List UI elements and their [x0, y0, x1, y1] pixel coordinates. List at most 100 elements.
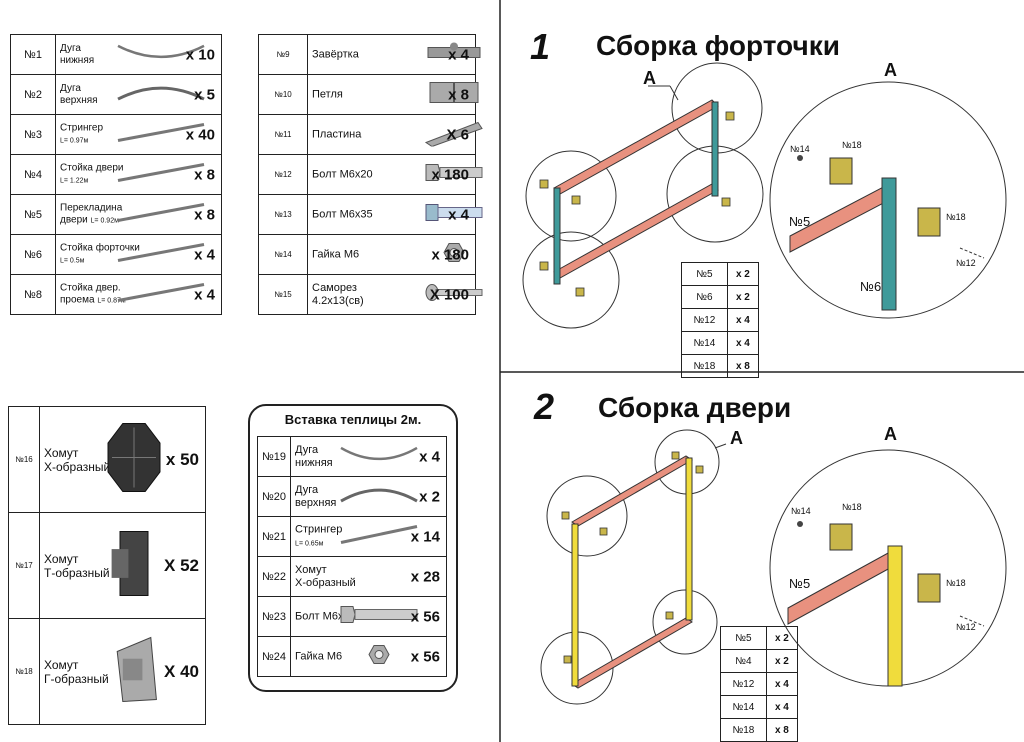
part-name: Стрингер — [295, 523, 343, 535]
part-name: Дуга — [295, 483, 319, 496]
part-cell: Петля x 8 — [307, 74, 479, 115]
arc-up-icon — [339, 483, 419, 510]
part-name: Стойка двери — [60, 162, 124, 173]
part-name: Саморез — [312, 281, 357, 294]
part-length: L= 0.87м — [97, 297, 126, 304]
count-part: №14 — [720, 695, 767, 719]
part-quantity: X 6 — [446, 126, 469, 143]
part-name-line2: нижняя — [295, 456, 333, 469]
x-clamp-icon — [106, 421, 162, 498]
step1-label-n14: №14 — [790, 144, 810, 154]
part-quantity: x 4 — [194, 286, 215, 303]
part-quantity: x 8 — [194, 166, 215, 183]
arc-down-icon — [116, 41, 206, 68]
part-quantity: x 14 — [410, 528, 440, 545]
nut-icon — [339, 643, 419, 670]
part-quantity: X 100 — [429, 286, 469, 303]
part-length: L= 0.65м — [295, 540, 324, 547]
part-quantity: x 5 — [194, 86, 215, 103]
zoom-circle — [522, 231, 620, 329]
step1-label-n12: №12 — [956, 258, 976, 268]
part-quantity: X 40 — [164, 661, 199, 681]
part-name-line2: 4.2х13(св) — [312, 294, 364, 307]
part-name-line2: Х-образный — [44, 459, 111, 474]
part-length: L= 0.97м — [60, 137, 89, 144]
part-name: Хомут — [44, 657, 79, 672]
part-quantity: x 8 — [448, 86, 469, 103]
step1-label-n6: №6 — [860, 279, 882, 294]
detail-circle — [769, 81, 1007, 319]
part-number: №6 — [10, 234, 56, 275]
rod-icon — [116, 201, 206, 228]
zoom-circle — [546, 475, 628, 557]
bolt-icon — [424, 158, 484, 191]
step1-number: 1 — [530, 26, 551, 67]
step2-label-n18b: №18 — [946, 578, 966, 588]
part-label: Стойка двер.проема L= 0.87м — [60, 282, 126, 307]
step2-label-n12: №12 — [956, 622, 976, 632]
bolt-long-icon — [424, 198, 484, 231]
part-quantity: x 180 — [431, 246, 469, 263]
plate-icon — [424, 118, 484, 151]
part-number: №16 — [8, 406, 40, 513]
part-quantity: x 50 — [165, 449, 199, 469]
part-label: Гайка М6 — [295, 650, 342, 663]
part-quantity: x 56 — [410, 648, 440, 665]
count-part: №14 — [681, 331, 728, 355]
part-number: №9 — [258, 34, 308, 75]
count-value: x 8 — [765, 718, 799, 742]
arc-up-icon — [116, 81, 206, 108]
step2-title: Сборка двери — [598, 392, 792, 423]
part-name: Дуга — [60, 82, 81, 94]
step1-callout-label: A — [643, 68, 656, 88]
count-value: x 4 — [726, 331, 760, 355]
insert-box: Вставка теплицы 2м. — [248, 404, 458, 692]
part-cell: Стойка двери L= 1.22м x 8 — [55, 154, 222, 195]
count-part: №5 — [720, 626, 767, 650]
part-name: Болт М6х35 — [312, 208, 373, 220]
step2-label-n18a: №18 — [842, 502, 862, 512]
zoom-circle — [652, 589, 718, 655]
part-number: №5 — [10, 194, 56, 235]
part-label: Пластина — [312, 128, 361, 141]
nut-icon — [424, 238, 484, 271]
part-label: Болт М6х35 — [312, 208, 373, 221]
step1-label-n5: №5 — [789, 214, 811, 229]
step2-drawing — [540, 429, 1007, 705]
part-name: Хомут — [44, 551, 79, 566]
part-name: Стойка двер. — [60, 282, 121, 293]
part-number: №21 — [256, 516, 292, 557]
t-clamp-icon — [106, 527, 162, 604]
part-length: L= 1.22м — [60, 177, 89, 184]
part-name: Петля — [312, 88, 343, 100]
